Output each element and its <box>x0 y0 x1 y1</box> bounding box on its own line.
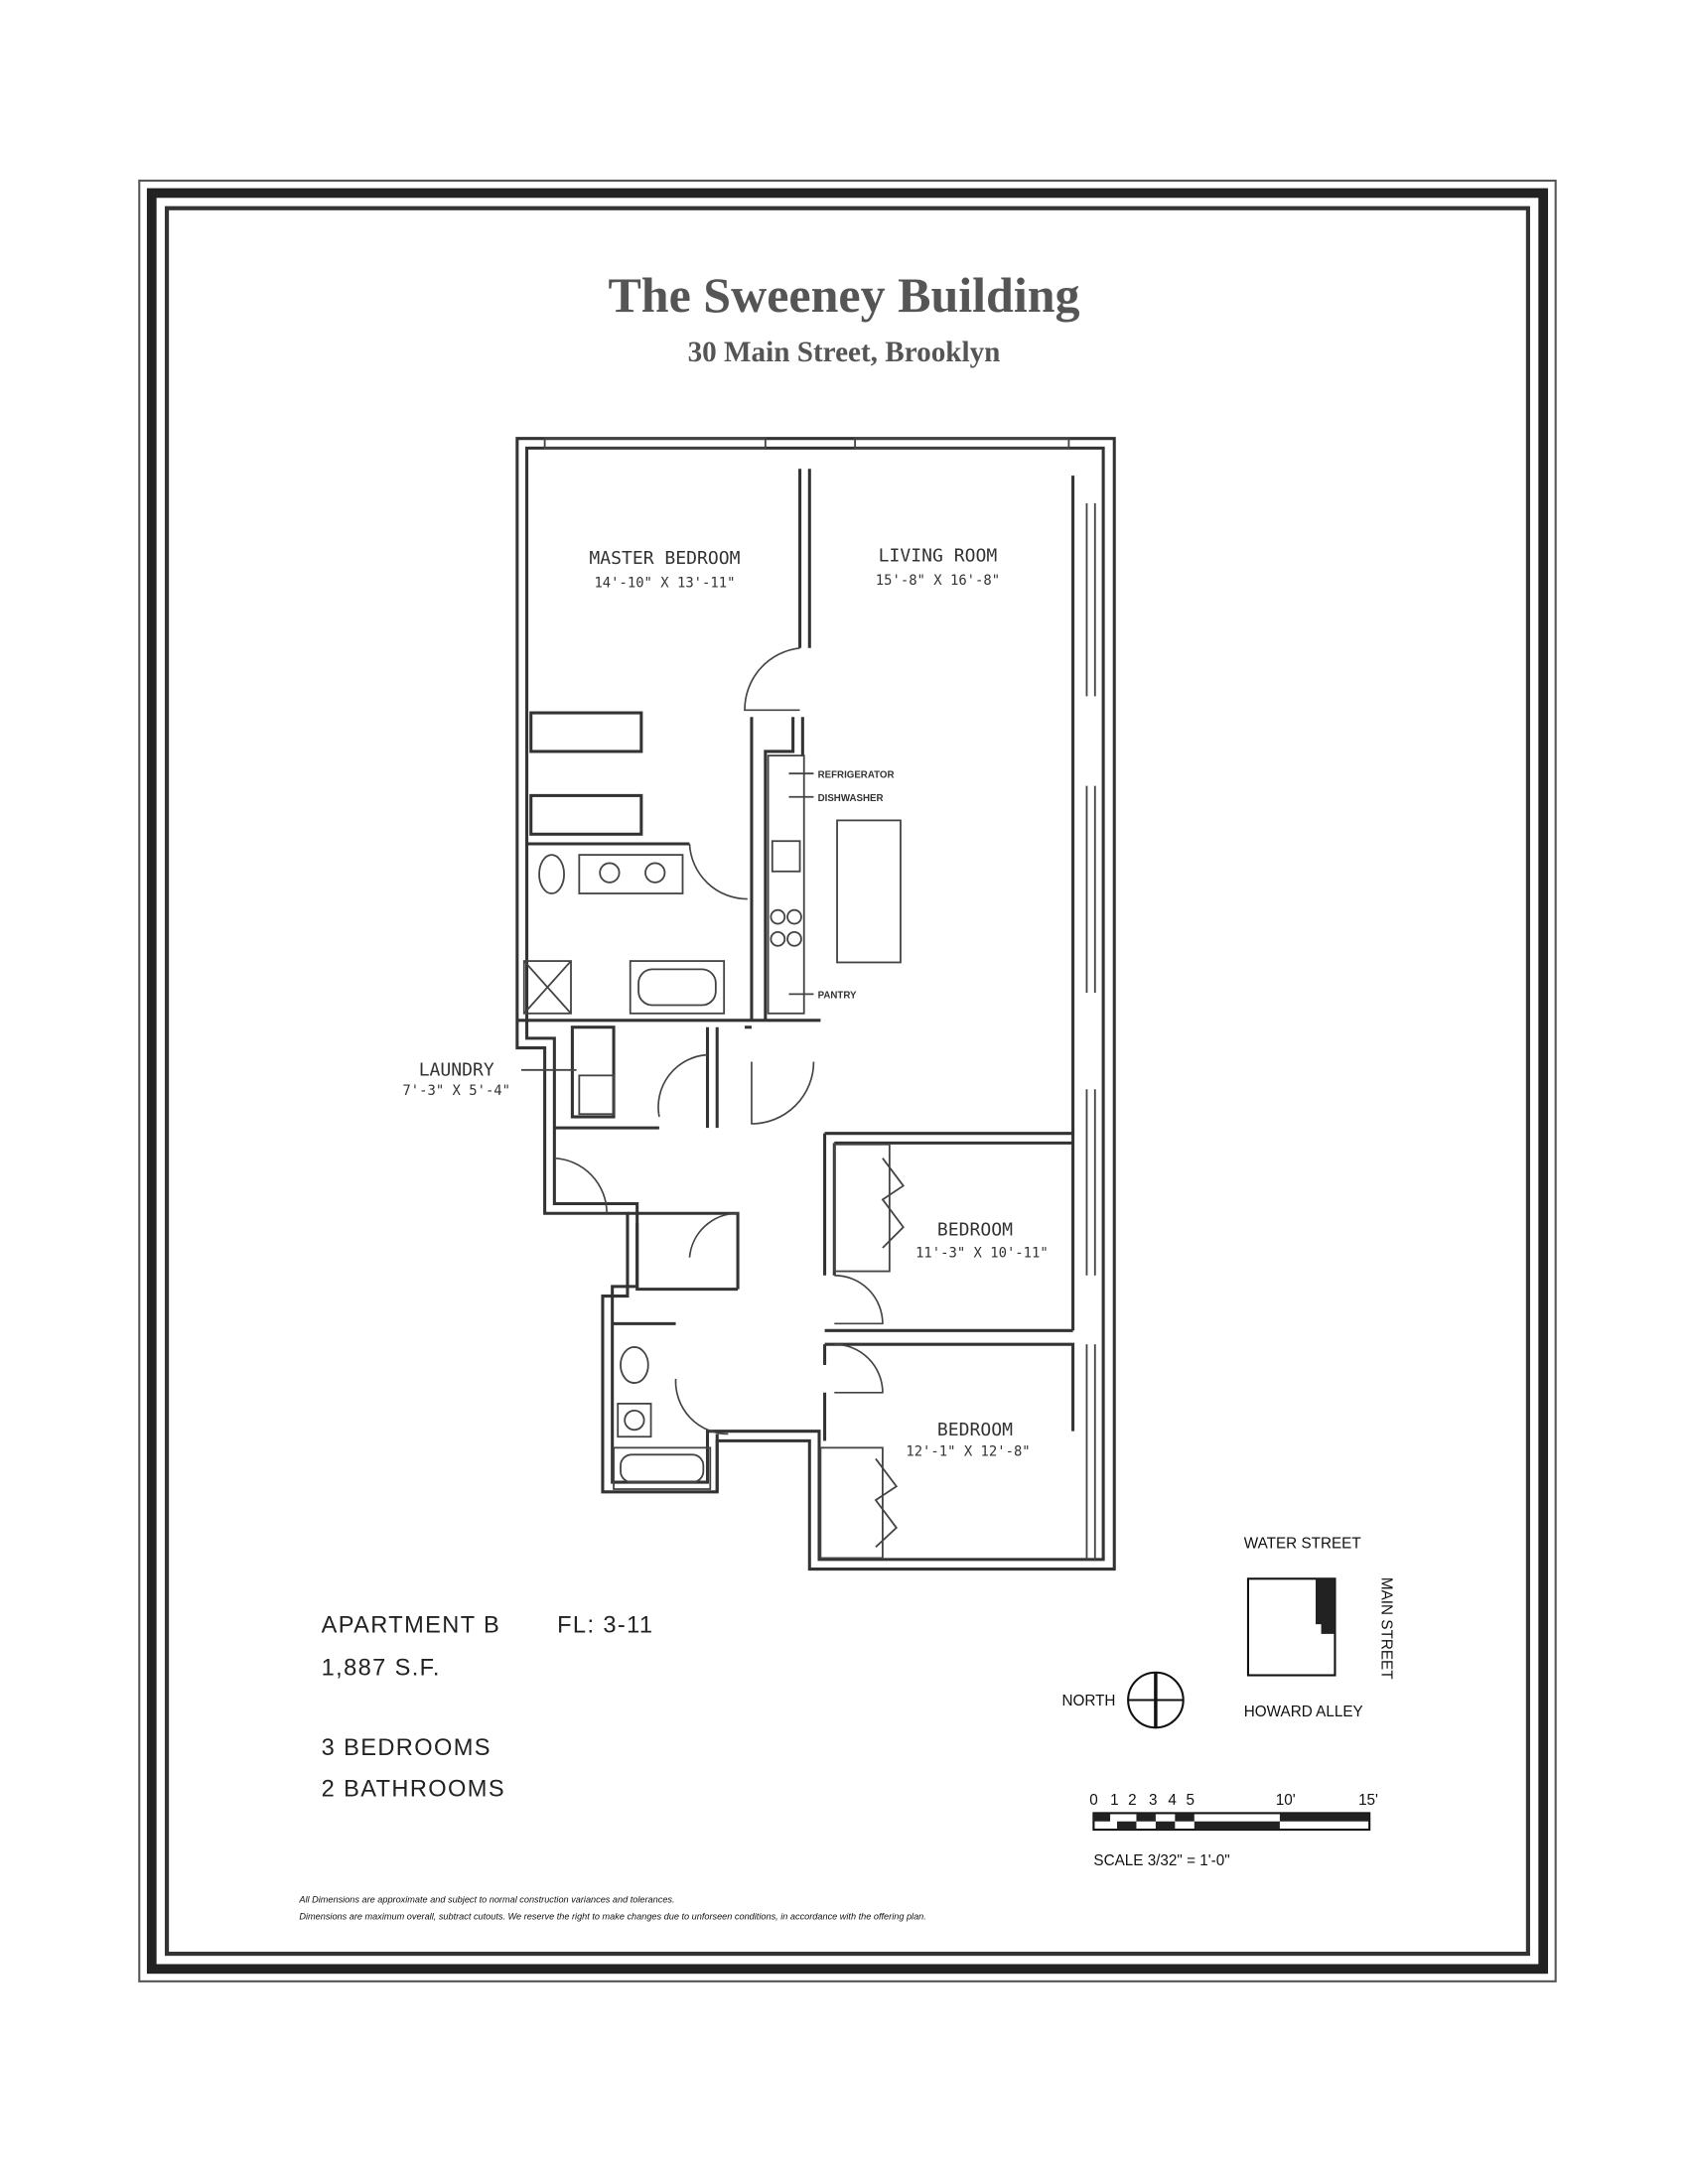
apartment-area: 1,887 S.F. <box>322 1656 441 1682</box>
building-address: 30 Main Street, Brooklyn <box>688 337 1001 368</box>
page-frame <box>138 179 1557 1982</box>
disclaimer-line-2: Dimensions are maximum overall, subtract… <box>299 1911 925 1921</box>
kitchen <box>767 754 902 1015</box>
apartment-bedrooms: 3 BEDROOMS <box>322 1735 492 1761</box>
scale-label: SCALE 3/32" = 1'-0" <box>1093 1852 1229 1869</box>
street-label-main: MAIN STREET <box>1378 1577 1395 1680</box>
scale-tick: 5 <box>1186 1792 1195 1809</box>
room-dims-master-bedroom: 14'-10" X 13'-11" <box>594 576 735 592</box>
disclaimer-line-1: All Dimensions are approximate and subje… <box>298 1895 674 1905</box>
room-dims-bedroom-1: 11'-3" X 10'-11" <box>915 1246 1049 1262</box>
room-dims-living-room: 15'-8" X 16'-8" <box>876 573 1000 589</box>
scale-tick: 0 <box>1089 1792 1098 1809</box>
north-compass-icon <box>1127 1671 1185 1729</box>
scale-tick: 15' <box>1358 1792 1378 1809</box>
label-pantry: PANTRY <box>818 991 857 1002</box>
compass-label: NORTH <box>1061 1693 1115 1709</box>
apartment-floors: FL: 3-11 <box>557 1612 653 1638</box>
site-key-map: WATER STREET MAIN STREET HOWARD ALLEY NO… <box>1061 1536 1395 1729</box>
scale-tick: 3 <box>1149 1792 1157 1809</box>
room-label-laundry: LAUNDRY <box>419 1059 494 1080</box>
street-label-howard: HOWARD ALLEY <box>1244 1704 1363 1720</box>
scale-tick: 2 <box>1128 1792 1136 1809</box>
scale-tick: 1 <box>1110 1792 1119 1809</box>
shower <box>522 960 572 1015</box>
room-label-bedroom-1: BEDROOM <box>937 1219 1013 1240</box>
label-dishwasher: DISHWASHER <box>818 793 884 804</box>
room-label-living-room: LIVING ROOM <box>879 545 998 566</box>
room-label-bedroom-2: BEDROOM <box>937 1420 1013 1440</box>
scale-bar: 0 1 2 3 4 5 10' 15' SCALE 3/32" = 1'-0" <box>1089 1792 1378 1869</box>
apartment-unit: APARTMENT B <box>322 1612 501 1638</box>
scale-tick: 10' <box>1276 1792 1296 1809</box>
street-label-water: WATER STREET <box>1244 1536 1361 1553</box>
building-title: The Sweeney Building <box>608 267 1079 323</box>
floor-plan <box>515 437 1116 1571</box>
apartment-bathrooms: 2 BATHROOMS <box>322 1777 505 1803</box>
scale-tick: 4 <box>1168 1792 1177 1809</box>
room-dims-bedroom-2: 12'-1" X 12'-8" <box>906 1444 1030 1460</box>
windows <box>543 437 1096 1560</box>
room-label-master-bedroom: MASTER BEDROOM <box>589 548 740 569</box>
label-refrigerator: REFRIGERATOR <box>818 769 895 780</box>
room-dims-laundry: 7'-3" X 5'-4" <box>402 1083 510 1099</box>
